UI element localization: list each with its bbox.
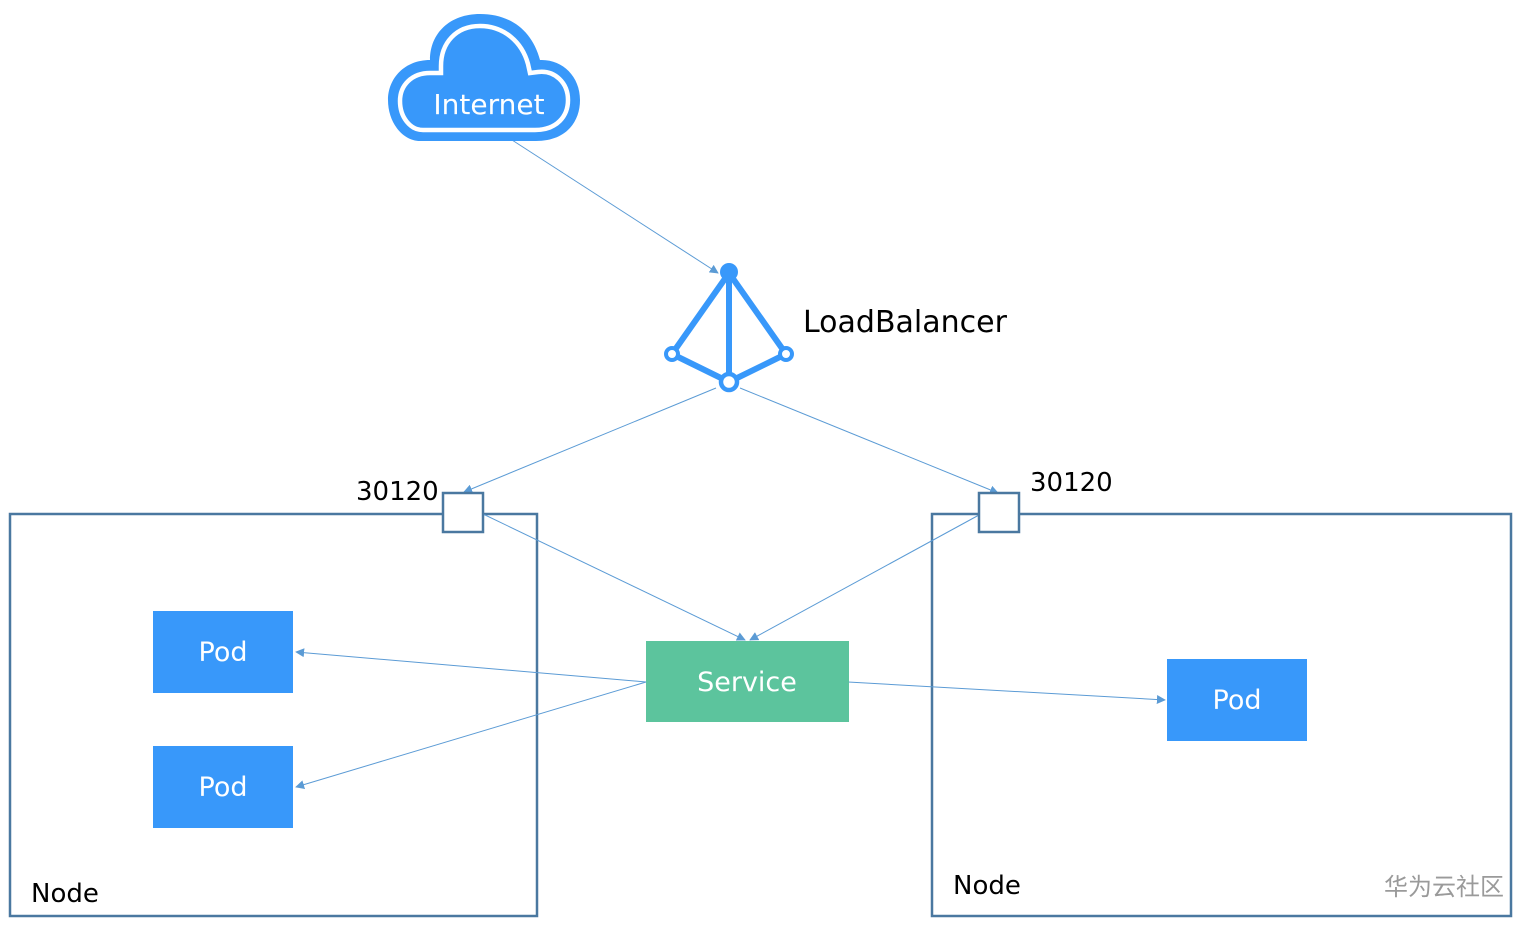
node-label-left: Node xyxy=(31,879,99,909)
pod-box-3 xyxy=(1167,659,1307,741)
service-label: Service xyxy=(697,667,797,698)
node-port-right xyxy=(977,491,1021,534)
edge-service-pod-1 xyxy=(295,648,647,683)
pod-box-2 xyxy=(153,746,293,828)
edge-lb-port-right xyxy=(739,387,999,495)
node-label-right: Node xyxy=(953,871,1021,901)
pod-label-2: Pod xyxy=(199,772,248,803)
edge-service-pod-2 xyxy=(295,681,647,789)
node-box-left xyxy=(8,512,539,918)
pod-box-1 xyxy=(153,611,293,693)
node-box-right xyxy=(930,512,1513,918)
pod-label-3: Pod xyxy=(1213,685,1262,716)
edge-lb-port-left xyxy=(463,387,717,494)
load-balancer-label: LoadBalancer xyxy=(803,305,1008,340)
watermark: 华为云社区 xyxy=(1384,873,1504,901)
node-port-left xyxy=(441,491,485,534)
internet-cloud-icon: Internet xyxy=(388,14,580,141)
node-port-right-label: 30120 xyxy=(1030,468,1113,498)
internet-label: Internet xyxy=(433,88,544,121)
service-box xyxy=(646,641,849,722)
load-balancer-icon xyxy=(664,263,794,393)
pod-label-1: Pod xyxy=(199,637,248,668)
edge-port-left-service xyxy=(482,513,746,641)
edge-internet-lb xyxy=(511,139,719,274)
node-port-left-label: 30120 xyxy=(356,477,439,507)
edges xyxy=(295,139,1166,789)
edge-service-pod-3 xyxy=(847,681,1166,705)
edge-port-right-service xyxy=(749,514,980,641)
